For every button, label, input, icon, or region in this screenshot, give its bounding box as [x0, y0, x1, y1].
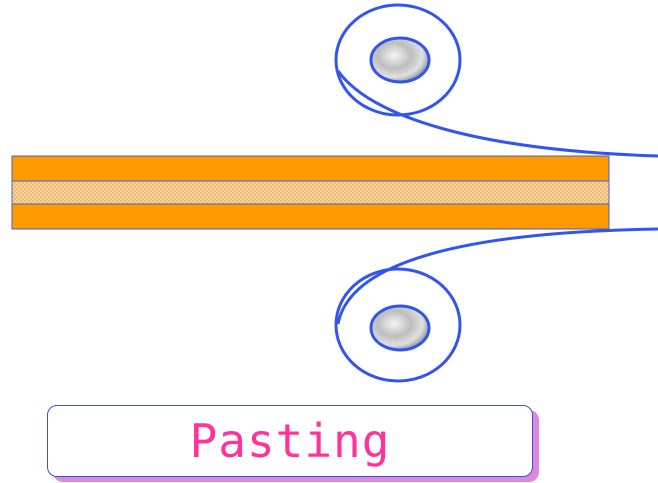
top-roll-spindle	[369, 36, 431, 84]
bottom-film-strip	[336, 227, 658, 325]
top-roll-outline	[334, 3, 462, 117]
laminate-board	[11, 155, 610, 230]
bottom-roll	[334, 227, 658, 383]
bottom-roll-outline	[334, 267, 462, 383]
process-label-box: Pasting	[47, 405, 533, 477]
core-layer	[11, 180, 610, 205]
top-roll	[334, 3, 658, 158]
process-label: Pasting	[189, 414, 391, 468]
bottom-roll-spindle	[369, 304, 431, 352]
top-film-strip	[336, 70, 658, 158]
bottom-outer-layer	[11, 203, 610, 230]
top-outer-layer	[11, 155, 610, 182]
